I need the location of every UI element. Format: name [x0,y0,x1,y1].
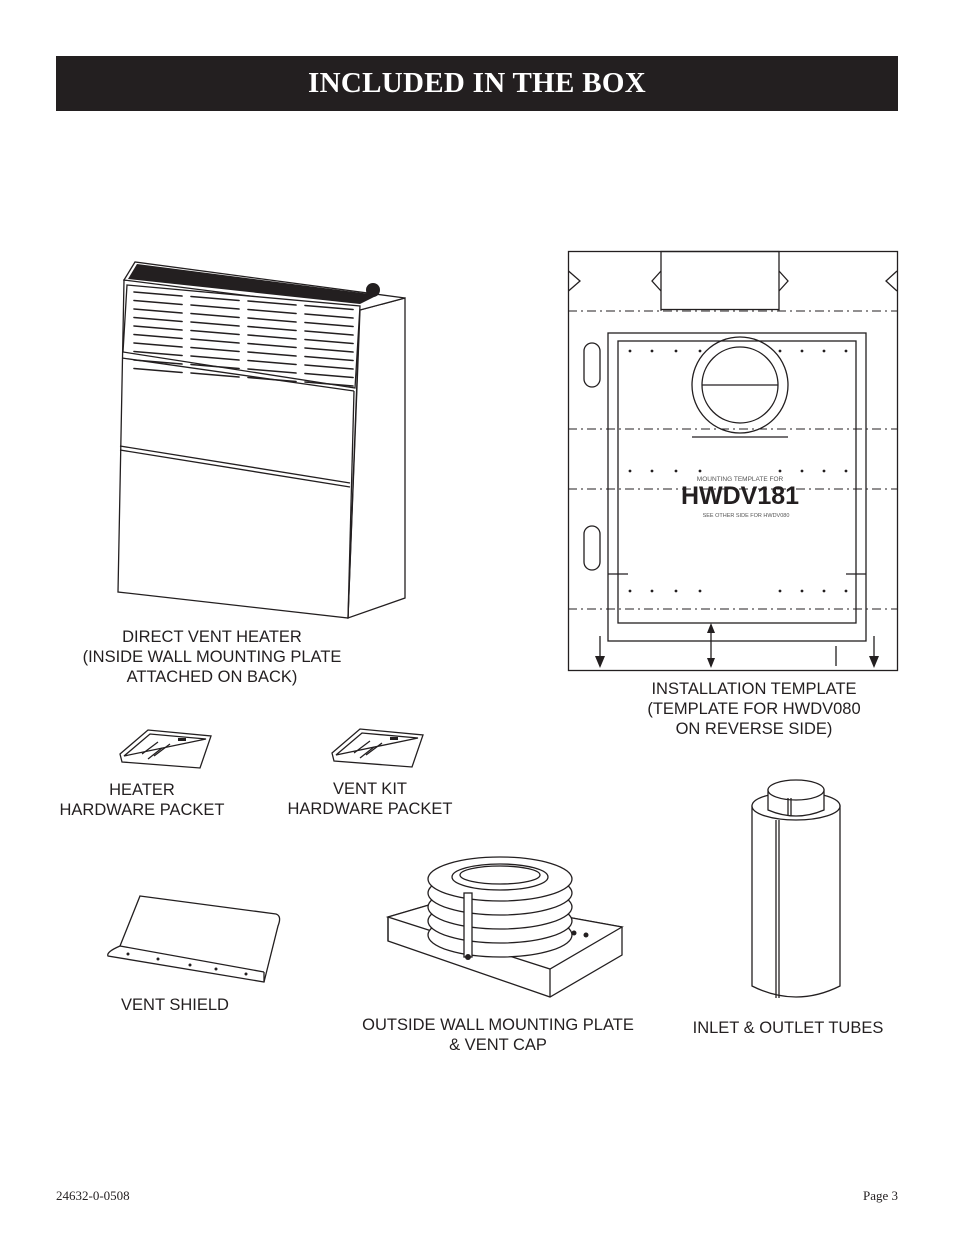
grille-slot [133,333,183,340]
grille-slot [133,342,183,348]
vent-kit-packet-illustration [331,728,424,768]
tubes-illustration [751,779,841,998]
vent-kit-packet-caption: VENT KIT HARDWARE PACKET [270,779,470,819]
grille-slot [247,342,297,349]
grille-slot [133,359,183,365]
grille-slot [304,321,354,328]
grille-slot [304,313,354,319]
grille-slot [190,355,240,361]
grille-slot [133,350,183,357]
tubes-caption: INLET & OUTLET TUBES [688,1018,888,1038]
template-hole-dot [822,349,826,353]
grille-slot [247,334,297,340]
heater-caption: DIRECT VENT HEATER (INSIDE WALL MOUNTING… [62,627,362,687]
grille-slot [247,376,297,383]
grille-slot [190,329,240,336]
grille-slot [304,355,354,362]
vent-cap-illustration [385,856,624,998]
heater-packet-caption-line: HEATER [109,781,175,799]
document-number: 24632-0-0508 [56,1188,130,1203]
template-hole-dot [698,349,702,353]
template-hole-dot [674,469,678,473]
grille-slot [133,308,183,314]
grille-slot [190,338,240,344]
grille-slot [190,372,240,378]
heater-packet-illustration [119,729,212,769]
grille-slot [247,308,297,315]
template-hole-dot [674,589,678,593]
grille-slot [133,316,183,323]
heater-packet-caption-line: HARDWARE PACKET [59,801,225,819]
section-title: INCLUDED IN THE BOX [308,67,646,99]
grille-slot [247,317,297,323]
template-hole-dot [800,469,804,473]
tubes-caption-line: INLET & OUTLET TUBES [692,1019,884,1037]
template-hole-dot [844,349,848,353]
grille-slot [304,372,354,379]
heater-caption-line: DIRECT VENT HEATER [122,628,302,646]
template-hole-dot [698,589,702,593]
template-caption-line: INSTALLATION TEMPLATE [651,680,857,698]
grille-slot [190,346,240,353]
grille-slot [304,304,354,311]
grille-slot [304,330,354,336]
template-hole-dot [822,589,826,593]
template-top-text: MOUNTING TEMPLATE FOR [697,476,784,483]
grille-slot [304,347,354,353]
template-hole-dot [628,469,632,473]
grille-slot [190,363,240,370]
vent-shield-caption-line: VENT SHIELD [121,996,229,1014]
vent-cap-caption: OUTSIDE WALL MOUNTING PLATE & VENT CAP [348,1015,648,1055]
grille-slot [247,300,297,306]
vent-kit-packet-caption-line: HARDWARE PACKET [287,800,453,818]
template-hole-dot [822,469,826,473]
grille-slot [190,304,240,310]
grille-slot [247,359,297,366]
template-hole-dot [778,349,782,353]
vent-kit-packet-caption-line: VENT KIT [333,780,407,798]
template-hole-dot [650,589,654,593]
template-bottom-text: SEE OTHER SIDE FOR HWDV080 [703,513,790,519]
template-caption-line: (TEMPLATE FOR HWDV080 [647,700,861,718]
section-title-banner: INCLUDED IN THE BOX [56,56,898,111]
grille-slot [190,321,240,327]
grille-slot [190,312,240,319]
template-hole-dot [650,469,654,473]
heater-packet-caption: HEATER HARDWARE PACKET [42,780,242,820]
grille-slot [304,381,354,387]
grille-slot [133,291,183,297]
vent-cap-caption-line: OUTSIDE WALL MOUNTING PLATE [362,1016,634,1034]
grille-slot [247,368,297,374]
template-hole-dot [628,589,632,593]
grille-slot [247,325,297,332]
grille-slot [133,367,183,374]
template-hole-dot [650,349,654,353]
grille-slot [304,364,354,370]
heater-caption-line: ATTACHED ON BACK) [126,668,298,686]
heater-caption-line: (INSIDE WALL MOUNTING PLATE [82,648,342,666]
template-model-text: HWDV181 [681,482,799,510]
page-number: Page 3 [862,1188,898,1203]
template-hole-dot [844,589,848,593]
template-hole-dot [778,469,782,473]
grille-slot [190,295,240,302]
vent-shield-illustration [107,895,281,983]
template-caption: INSTALLATION TEMPLATE (TEMPLATE FOR HWDV… [604,679,904,739]
template-hole-dot [800,349,804,353]
template-hole-dot [844,469,848,473]
template-hole-dot [628,349,632,353]
template-caption-line: ON REVERSE SIDE) [675,720,833,738]
template-hole-dot [778,589,782,593]
installation-template-illustration: MOUNTING TEMPLATE FOR HWDV181 SEE OTHER … [567,250,899,672]
vent-cap-caption-line: & VENT CAP [449,1036,547,1054]
grille-slot [133,325,183,331]
grille-slot [304,338,354,345]
template-hole-dot [800,589,804,593]
template-hole-dot [674,349,678,353]
template-hole-dot [698,469,702,473]
vent-shield-caption: VENT SHIELD [75,995,275,1015]
grille-slot [247,351,297,357]
grille-slot [133,299,183,306]
